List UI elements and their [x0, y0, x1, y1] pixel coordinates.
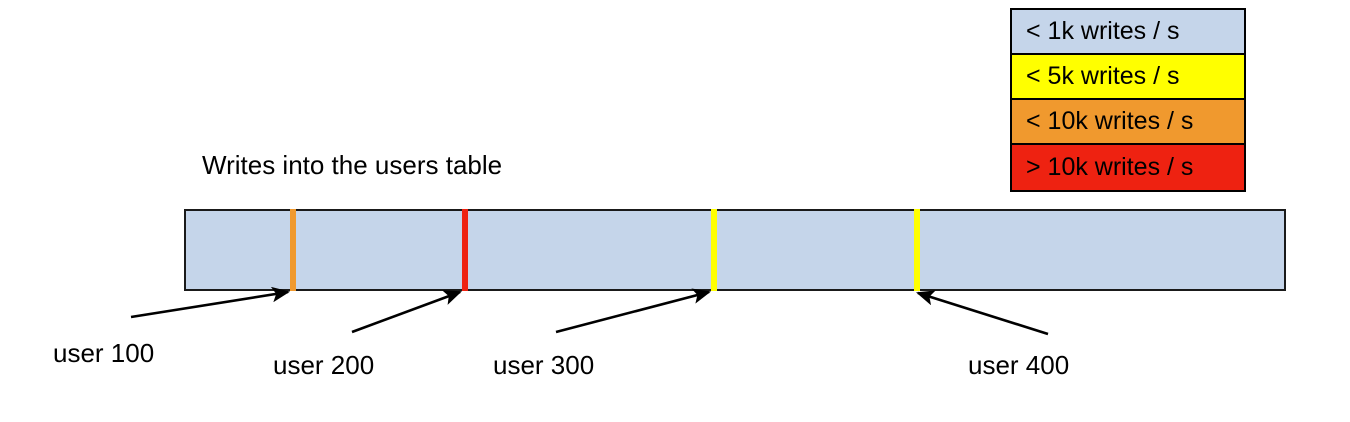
- legend-label-under-5k: < 5k writes / s: [1026, 62, 1180, 90]
- callout-user-100: user 100: [53, 338, 155, 368]
- legend-row-under-10k: < 10k writes / s: [1012, 100, 1244, 145]
- write-rate-legend: < 1k writes / s < 5k writes / s < 10k wr…: [1010, 8, 1246, 192]
- user-200-marker: [462, 209, 468, 291]
- arrow-user-100: [130, 286, 291, 319]
- legend-row-over-10k: > 10k writes / s: [1012, 145, 1244, 190]
- legend-row-under-5k: < 5k writes / s: [1012, 55, 1244, 100]
- callout-user-200: user 200: [273, 350, 375, 380]
- legend-label-over-10k: > 10k writes / s: [1026, 153, 1194, 181]
- callout-user-400: user 400: [968, 350, 1070, 380]
- arrow-user-400: [916, 290, 1049, 336]
- bar-body: [184, 209, 1286, 291]
- user-400-marker: [914, 209, 920, 291]
- callout-user-300: user 300: [493, 350, 595, 380]
- arrow-user-200: [351, 290, 462, 334]
- legend-label-under-10k: < 10k writes / s: [1026, 107, 1194, 135]
- users-table-keyspace-bar: [184, 209, 1286, 291]
- user-300-marker: [711, 209, 717, 291]
- arrow-user-300: [555, 288, 712, 334]
- chart-title: Writes into the users table: [202, 150, 503, 180]
- legend-row-under-1k: < 1k writes / s: [1012, 10, 1244, 55]
- user-100-marker: [290, 209, 296, 291]
- legend-label-under-1k: < 1k writes / s: [1026, 17, 1180, 45]
